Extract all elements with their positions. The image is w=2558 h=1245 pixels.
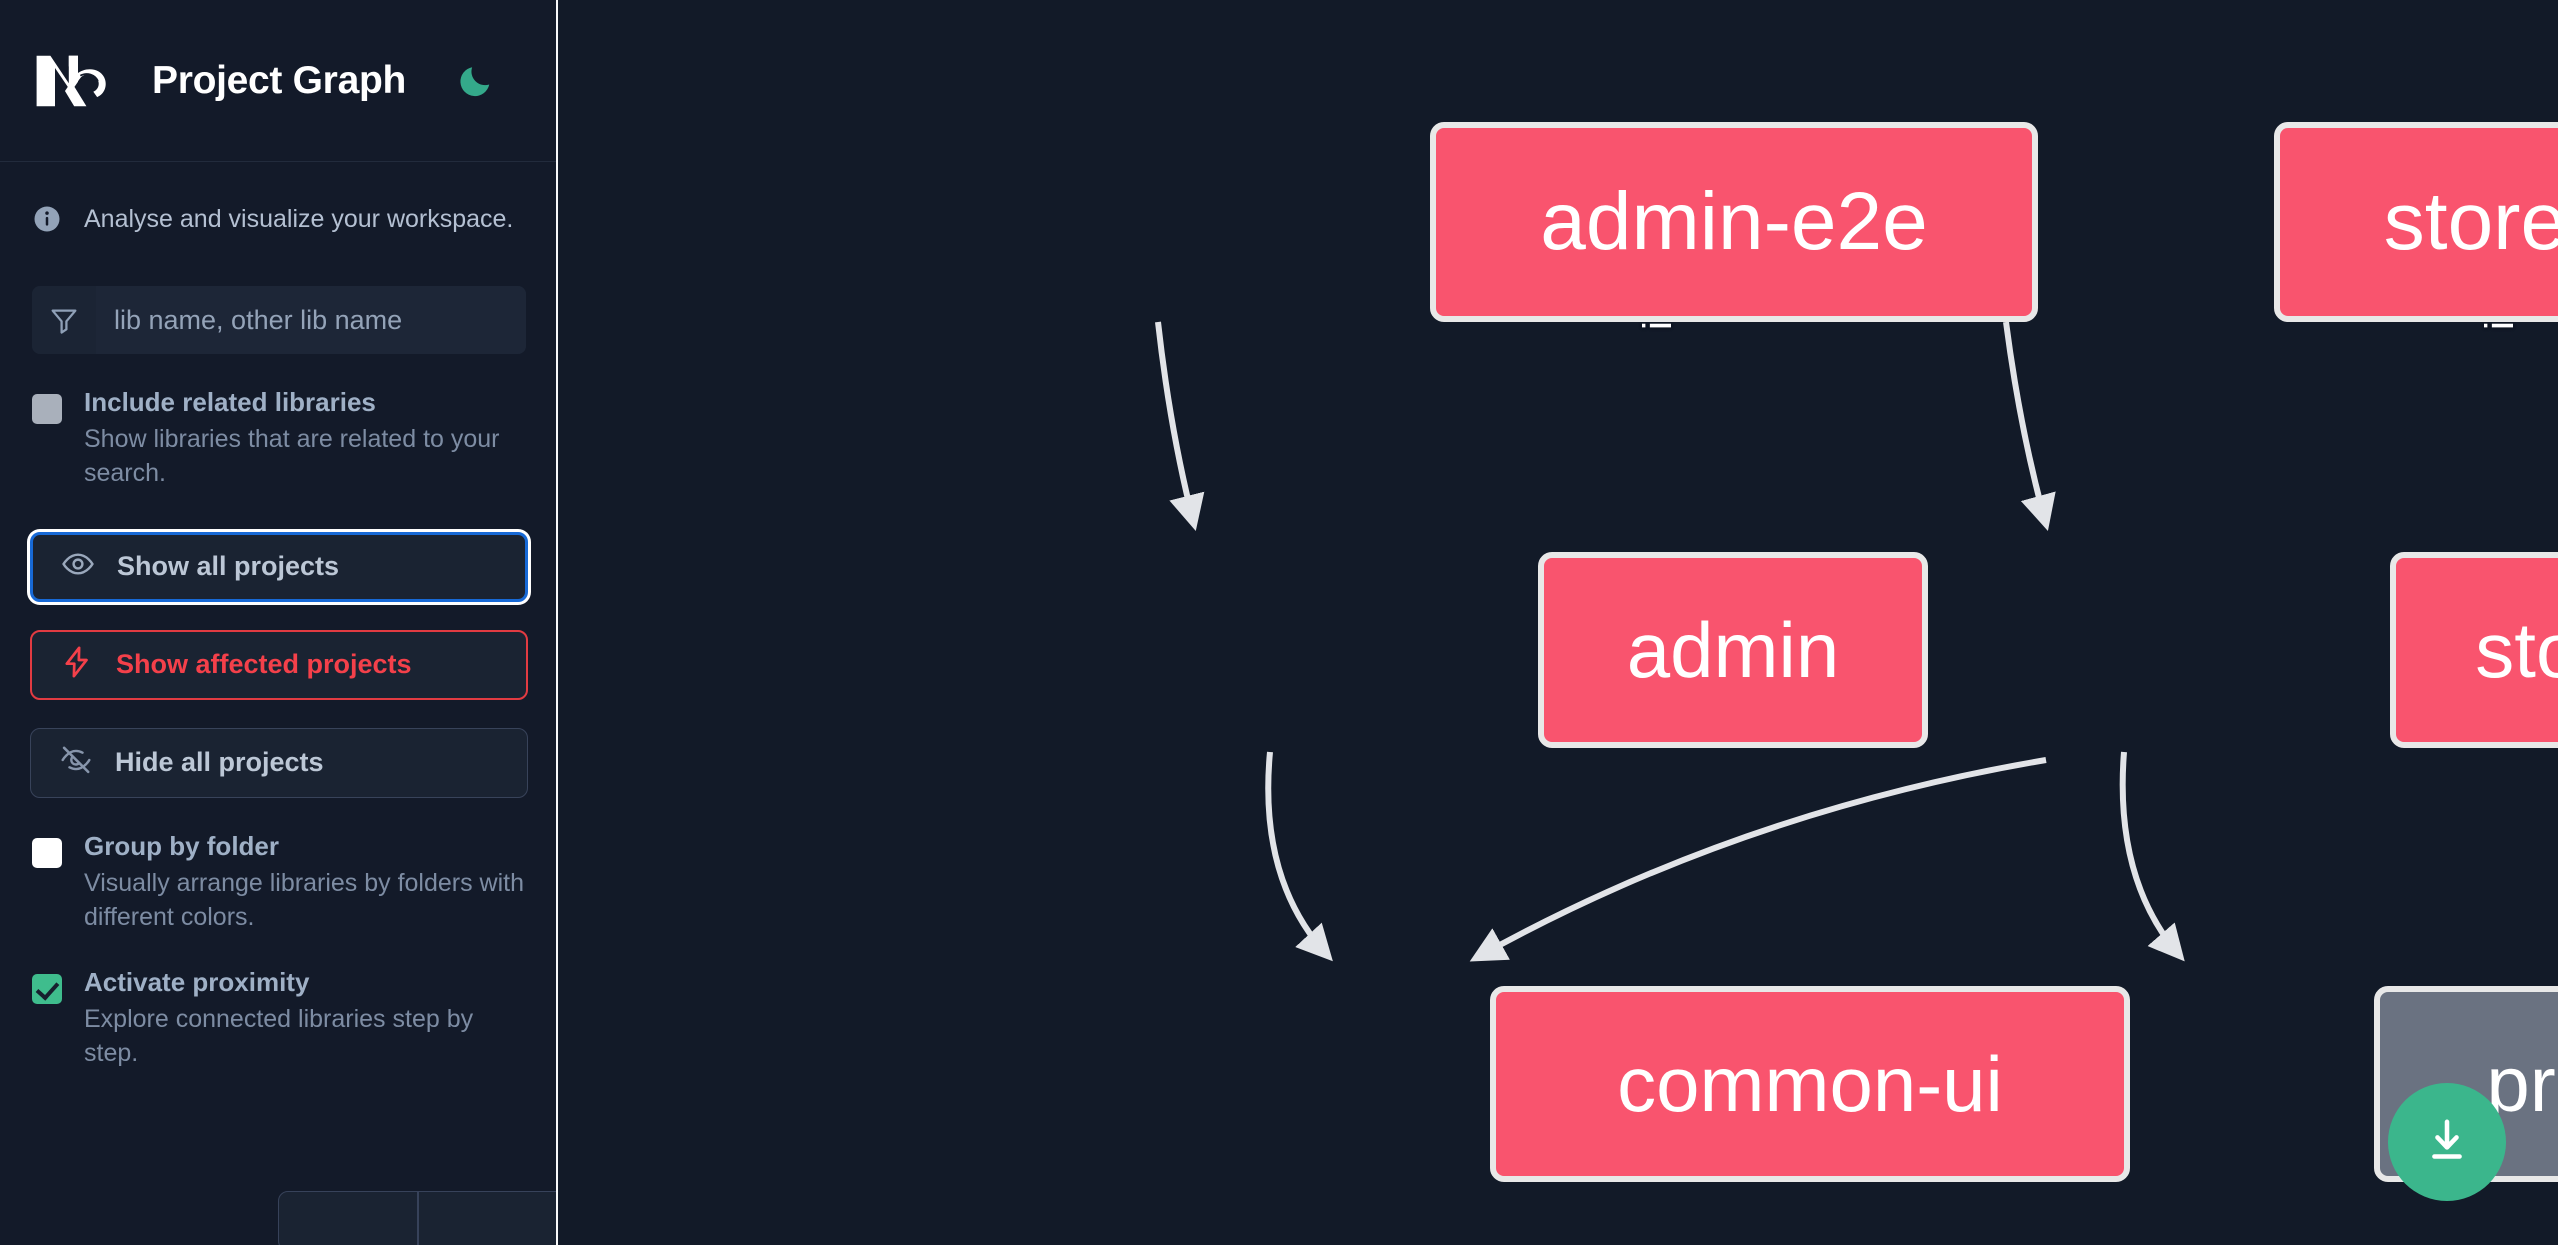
graph-node-common-ui[interactable]: common-ui — [1490, 986, 2130, 1182]
option-include-related-libraries[interactable]: Include related libraries Show libraries… — [0, 387, 558, 490]
activate-proximity-label[interactable]: Activate proximity — [84, 966, 310, 997]
search-row — [32, 286, 526, 354]
lightning-bolt-icon — [60, 645, 94, 684]
graph-node-store-e2e[interactable]: store-e2e — [2274, 122, 2558, 322]
show-all-projects-label: Show all projects — [117, 551, 340, 582]
include-related-libraries-description: Show libraries that are related to your … — [84, 424, 500, 487]
proximity-step-button-group[interactable] — [278, 1191, 558, 1245]
option-group-by-folder[interactable]: Group by folder Visually arrange librari… — [0, 830, 558, 934]
sidebar-header: Project Graph — [0, 0, 558, 162]
graph-canvas[interactable]: implicit implicit admin-e2e store-e2e ad… — [558, 0, 2558, 1245]
sidebar: Project Graph Analyse and visualize your… — [0, 0, 558, 1245]
edge-store-common-ui[interactable] — [1469, 757, 2047, 962]
include-related-libraries-checkbox[interactable] — [32, 394, 62, 424]
hide-all-projects-label: Hide all projects — [115, 747, 324, 778]
info-icon — [32, 204, 62, 234]
edge-admin-common-ui[interactable] — [1265, 751, 1333, 962]
include-related-libraries-label[interactable]: Include related libraries — [84, 387, 376, 417]
action-buttons-group: Show all projects Show affected projects — [30, 531, 528, 798]
graph-edges-layer — [1155, 321, 2185, 962]
graph-node-store[interactable]: store — [2390, 552, 2558, 748]
eye-off-icon — [59, 743, 93, 782]
download-button[interactable] — [2388, 1083, 2506, 1201]
search-input[interactable] — [96, 286, 526, 354]
tagline-text: Analyse and visualize your workspace. — [84, 204, 514, 233]
activate-proximity-description: Explore connected libraries step by step… — [84, 1004, 474, 1067]
group-by-folder-label[interactable]: Group by folder — [84, 830, 279, 861]
tagline-row: Analyse and visualize your workspace. — [0, 162, 558, 234]
group-by-folder-description: Visually arrange libraries by folders wi… — [84, 868, 525, 931]
download-icon — [2421, 1114, 2473, 1171]
proximity-decrease-button[interactable] — [278, 1191, 418, 1245]
option-activate-proximity[interactable]: Activate proximity Explore connected lib… — [0, 966, 558, 1070]
moon-icon[interactable] — [454, 60, 496, 102]
group-by-folder-checkbox[interactable] — [32, 837, 62, 868]
eye-icon — [61, 547, 95, 586]
page-title: Project Graph — [152, 58, 406, 102]
show-affected-projects-button[interactable]: Show affected projects — [30, 629, 528, 700]
show-all-projects-button[interactable]: Show all projects — [30, 531, 528, 602]
show-affected-projects-label: Show affected projects — [116, 649, 412, 680]
edge-store-products[interactable] — [2119, 751, 2185, 962]
edge-admin-e2e-admin[interactable] — [1155, 321, 1205, 531]
edge-store-e2e-store[interactable] — [2003, 321, 2056, 531]
nx-logo-icon — [32, 51, 124, 111]
graph-node-admin[interactable]: admin — [1538, 552, 1928, 748]
graph-node-admin-e2e[interactable]: admin-e2e — [1430, 122, 2038, 322]
proximity-value-display — [418, 1191, 558, 1245]
filter-funnel-icon[interactable] — [32, 286, 96, 354]
sidebar-scrollbar-track[interactable] — [556, 0, 558, 1245]
activate-proximity-checkbox[interactable] — [32, 973, 62, 1004]
hide-all-projects-button[interactable]: Hide all projects — [30, 727, 528, 798]
